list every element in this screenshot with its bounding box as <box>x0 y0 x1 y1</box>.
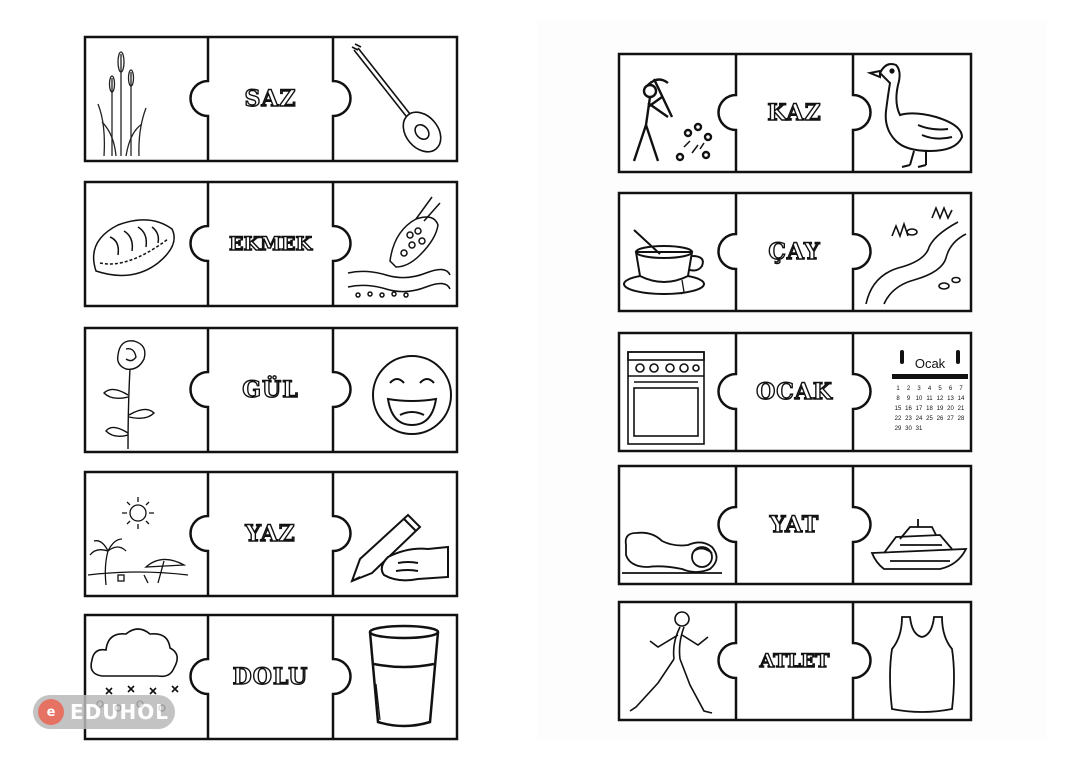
puzzle-card-yat: YAT <box>617 464 973 586</box>
calendar-day: 7 <box>959 386 963 392</box>
calendar-day: 2 <box>907 386 911 392</box>
calendar-day: 24 <box>916 416 923 422</box>
bread-loaf-icon <box>88 211 178 283</box>
sowing-hand-icon <box>346 191 451 301</box>
puzzle-card-ekmek: EKMEK <box>83 180 459 308</box>
calendar-day: 13 <box>947 396 954 402</box>
word-label: ATLET <box>759 649 830 672</box>
word-label: ÇAY <box>768 238 821 265</box>
saz-instrument-icon <box>348 43 448 156</box>
calendar-day: 23 <box>905 416 912 422</box>
calendar-day: 29 <box>895 426 902 432</box>
puzzle-outline <box>83 35 459 163</box>
yacht-icon <box>870 519 968 573</box>
logo-text: EDUHOL <box>70 700 169 724</box>
stove-oven-icon <box>626 350 706 446</box>
calendar-day: 21 <box>958 406 965 412</box>
calendar-day: 9 <box>907 396 911 402</box>
goose-icon <box>866 59 968 169</box>
calendar-day: 28 <box>958 416 965 422</box>
eduhol-logo: e EDUHOL <box>33 695 175 729</box>
calendar-day: 17 <box>916 406 923 412</box>
puzzle-card-cay: ÇAY <box>617 191 973 313</box>
calendar-day: 8 <box>896 396 900 402</box>
calendar-day: 27 <box>947 416 954 422</box>
word-label: KAZ <box>767 99 822 126</box>
stream-icon <box>862 205 968 306</box>
puzzle-card-saz: SAZ <box>83 35 459 163</box>
calendar-day: 20 <box>947 406 954 412</box>
puzzle-card-kaz: KAZ <box>617 52 973 174</box>
calendar-day: 16 <box>905 406 912 412</box>
writing-hand-icon <box>348 507 452 587</box>
puzzle-card-atlet: ATLET <box>617 600 973 722</box>
calendar-day: 3 <box>917 386 921 392</box>
word-label: SAZ <box>244 85 297 112</box>
tank-top-icon <box>886 615 958 713</box>
full-glass-icon <box>366 624 442 730</box>
calendar-day: 1 <box>896 386 900 392</box>
calendar-day: 12 <box>937 396 944 402</box>
word-label: GÜL <box>242 376 299 403</box>
digging-worker-icon <box>628 77 722 165</box>
calendar-day: 19 <box>937 406 944 412</box>
calendar-day: 18 <box>926 406 933 412</box>
puzzle-card-yaz: YAZ <box>83 470 459 598</box>
logo-mark-icon: e <box>38 699 64 725</box>
calendar-day: 31 <box>916 426 923 432</box>
word-label: YAT <box>769 511 820 538</box>
calendar-day: 15 <box>895 406 902 412</box>
word-label: OCAK <box>755 378 833 405</box>
calendar-day: 6 <box>949 386 953 392</box>
calendar-day: 10 <box>916 396 923 402</box>
calendar-day: 30 <box>905 426 912 432</box>
calendar-day: 5 <box>938 386 942 392</box>
calendar-day: 14 <box>958 396 965 402</box>
laughing-face-icon <box>370 353 454 437</box>
rose-icon <box>98 335 158 450</box>
puzzle-card-dolu: DOLU <box>83 613 459 741</box>
calendar-day: 26 <box>937 416 944 422</box>
lying-person-icon <box>622 525 722 577</box>
calendar-day: 4 <box>928 386 932 392</box>
tea-cup-icon <box>622 226 716 298</box>
runner-icon <box>628 607 718 717</box>
calendar-month: Ocak <box>915 356 946 371</box>
calendar-day: 22 <box>895 416 902 422</box>
reed-plant-icon <box>94 44 149 157</box>
word-label: YAZ <box>245 520 296 547</box>
puzzle-card-gul: GÜL <box>83 326 459 454</box>
word-label: EKMEK <box>228 232 313 255</box>
word-label: DOLU <box>232 663 309 690</box>
beach-summer-icon <box>87 495 189 587</box>
calendar-day: 11 <box>926 396 933 402</box>
calendar-day: 25 <box>926 416 933 422</box>
